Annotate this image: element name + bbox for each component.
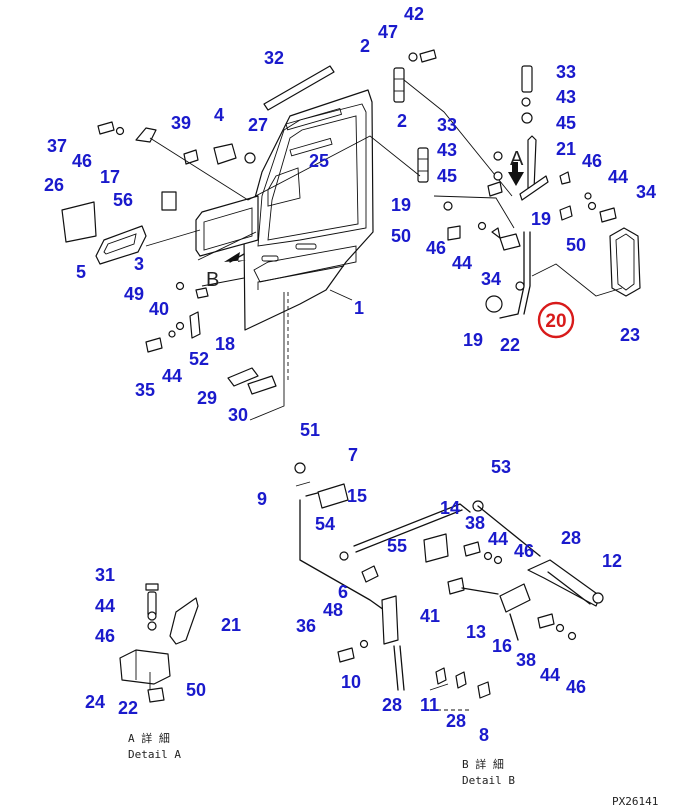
detail-a-caption-en: Detail A bbox=[128, 748, 181, 761]
callout-56: 56 bbox=[113, 190, 133, 210]
callout-46: 46 bbox=[95, 626, 115, 646]
callout-46: 46 bbox=[566, 677, 586, 697]
callout-38: 38 bbox=[465, 513, 485, 533]
callout-31: 31 bbox=[95, 565, 115, 585]
callout-5: 5 bbox=[76, 262, 86, 282]
callout-28: 28 bbox=[446, 711, 466, 731]
callout-30: 30 bbox=[228, 405, 248, 425]
callout-14: 14 bbox=[440, 498, 460, 518]
callout-45: 45 bbox=[556, 113, 576, 133]
callout-10: 10 bbox=[341, 672, 361, 692]
callout-13: 13 bbox=[466, 622, 486, 642]
callout-35: 35 bbox=[135, 380, 155, 400]
callout-19: 19 bbox=[391, 195, 411, 215]
callout-44: 44 bbox=[162, 366, 182, 386]
callout-47: 47 bbox=[378, 22, 398, 42]
callout-8: 8 bbox=[479, 725, 489, 745]
callout-41: 41 bbox=[420, 606, 440, 626]
callout-27: 27 bbox=[248, 115, 268, 135]
callout-34: 34 bbox=[636, 182, 656, 202]
callout-9: 9 bbox=[257, 489, 267, 509]
callout-53: 53 bbox=[491, 457, 511, 477]
callout-50: 50 bbox=[391, 226, 411, 246]
callout-3: 3 bbox=[134, 254, 144, 274]
callout-46: 46 bbox=[426, 238, 446, 258]
callout-7: 7 bbox=[348, 445, 358, 465]
callout-50: 50 bbox=[566, 235, 586, 255]
detail-a-caption-jp: A 詳 細 bbox=[128, 731, 170, 745]
view-marker-b: B bbox=[206, 269, 219, 291]
drawing-code: PX26141 bbox=[612, 795, 658, 807]
highlight-callout-20: 20 bbox=[537, 301, 575, 339]
callout-52: 52 bbox=[189, 349, 209, 369]
detail-b-caption-jp: B 詳 細 bbox=[462, 757, 504, 771]
callout-37: 37 bbox=[47, 136, 67, 156]
callout-44: 44 bbox=[452, 253, 472, 273]
callout-28: 28 bbox=[561, 528, 581, 548]
callout-24: 24 bbox=[85, 692, 105, 712]
callout-25: 25 bbox=[309, 151, 329, 171]
callout-49: 49 bbox=[124, 284, 144, 304]
callout-29: 29 bbox=[197, 388, 217, 408]
callout-44: 44 bbox=[488, 529, 508, 549]
callout-46: 46 bbox=[72, 151, 92, 171]
callout-22: 22 bbox=[118, 698, 138, 718]
callout-11: 11 bbox=[420, 695, 439, 715]
callout-33: 33 bbox=[556, 62, 576, 82]
detail-a bbox=[119, 583, 199, 703]
door-assembly bbox=[61, 49, 641, 421]
callout-46: 46 bbox=[514, 541, 534, 561]
callout-40: 40 bbox=[149, 299, 169, 319]
callout-45: 45 bbox=[437, 166, 457, 186]
callout-39: 39 bbox=[171, 113, 191, 133]
callout-44: 44 bbox=[95, 596, 115, 616]
callout-23: 23 bbox=[620, 325, 640, 345]
callout-28: 28 bbox=[382, 695, 402, 715]
callout-46: 46 bbox=[582, 151, 602, 171]
callout-48: 48 bbox=[323, 600, 343, 620]
callout-36: 36 bbox=[296, 616, 316, 636]
callout-18: 18 bbox=[215, 334, 235, 354]
callout-22: 22 bbox=[500, 335, 520, 355]
detail-b-caption-en: Detail B bbox=[462, 774, 515, 787]
callout-labels: 42 47 2 32 33 43 45 4 39 27 2 33 43 45 2… bbox=[44, 4, 656, 745]
callout-6: 6 bbox=[338, 582, 348, 602]
callout-26: 26 bbox=[44, 175, 64, 195]
callout-43: 43 bbox=[556, 87, 576, 107]
callout-42: 42 bbox=[404, 4, 424, 24]
callout-17: 17 bbox=[100, 167, 120, 187]
callout-4: 4 bbox=[214, 105, 224, 125]
callout-44: 44 bbox=[608, 167, 628, 187]
callout-34: 34 bbox=[481, 269, 501, 289]
callout-32: 32 bbox=[264, 48, 284, 68]
callout-21: 21 bbox=[221, 615, 241, 635]
highlight-label: 20 bbox=[545, 311, 566, 332]
callout-55: 55 bbox=[387, 536, 407, 556]
callout-54: 54 bbox=[315, 514, 335, 534]
callout-16: 16 bbox=[492, 636, 512, 656]
callout-2: 2 bbox=[397, 111, 407, 131]
callout-15: 15 bbox=[347, 486, 367, 506]
callout-19: 19 bbox=[531, 209, 551, 229]
callout-19: 19 bbox=[463, 330, 483, 350]
callout-38: 38 bbox=[516, 650, 536, 670]
callout-51: 51 bbox=[300, 420, 320, 440]
callout-1: 1 bbox=[354, 298, 364, 318]
callout-50: 50 bbox=[186, 680, 206, 700]
callout-2: 2 bbox=[360, 36, 370, 56]
lock-mechanism bbox=[294, 462, 604, 711]
callout-43: 43 bbox=[437, 140, 457, 160]
callout-44: 44 bbox=[540, 665, 560, 685]
callout-33: 33 bbox=[437, 115, 457, 135]
callout-12: 12 bbox=[602, 551, 622, 571]
view-marker-a: A bbox=[510, 148, 524, 170]
callout-21: 21 bbox=[556, 139, 576, 159]
